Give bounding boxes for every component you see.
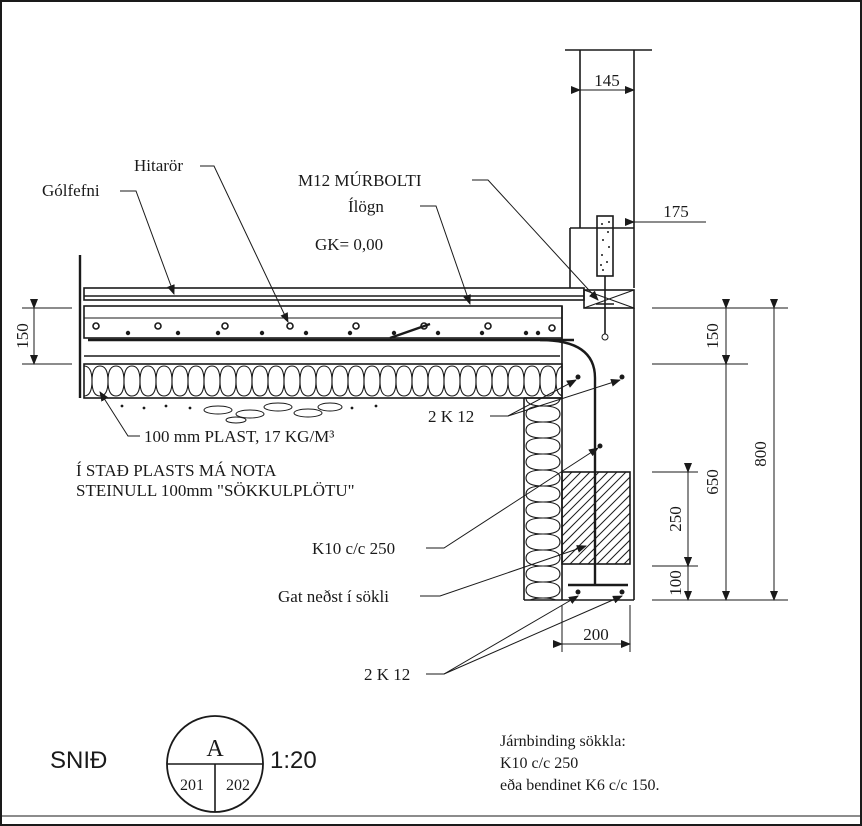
- dim-800-text: 800: [751, 441, 770, 467]
- note-line3: eða bendinet K6 c/c 150.: [500, 777, 660, 794]
- dim-100-text: 100: [666, 570, 685, 596]
- dim-145-text: 145: [594, 71, 620, 90]
- label-hitaror: Hitarör: [134, 156, 289, 323]
- label-k12-top: 2 K 12: [428, 378, 621, 426]
- reinforcement-notes: Járnbinding sökkla: K10 c/c 250 eða bend…: [500, 733, 660, 794]
- ilogn-text: Ílögn: [348, 197, 384, 216]
- section-title: SNIÐ: [50, 747, 107, 774]
- plast-text: 100 mm PLAST, 17 KG/M³: [144, 427, 334, 446]
- note-line2: K10 c/c 250: [500, 755, 578, 772]
- scale-text: 1:20: [270, 747, 317, 774]
- k12-bottom-text: 2 K 12: [364, 665, 410, 684]
- dim-250-text: 250: [666, 506, 685, 532]
- dim-175: 175: [625, 202, 706, 226]
- dim-175-text: 175: [663, 202, 689, 221]
- section-title-block: SNIÐ A 201 202 1:20: [50, 715, 317, 813]
- dim-150-left-text: 150: [13, 323, 32, 349]
- label-k10: K10 c/c 250: [312, 447, 599, 558]
- gat-text: Gat neðst í sökli: [278, 587, 389, 606]
- bolt: [596, 215, 614, 341]
- dim-145: 145: [571, 71, 635, 94]
- label-plast: 100 mm PLAST, 17 KG/M³ Í STAÐ PLASTS MÁ …: [76, 391, 355, 500]
- k12-top-text: 2 K 12: [428, 407, 474, 426]
- label-golfefni: Gólfefni: [42, 181, 175, 295]
- foundation-wall: [523, 306, 635, 601]
- dim-650-text: 650: [703, 469, 722, 495]
- note-line1: Járnbinding sökkla:: [500, 733, 626, 750]
- dim-vertical-right: 150 650 800 250 100: [652, 299, 788, 601]
- ref-right: 202: [226, 777, 250, 794]
- heating-pipes: [92, 322, 556, 332]
- rebar-dots: [125, 330, 625, 595]
- label-ilogn: Ílögn: [348, 197, 471, 305]
- steinull-line2: STEINULL 100mm "SÖKKULPLÖTU": [76, 481, 355, 500]
- steinull-line1: Í STAÐ PLASTS MÁ NOTA: [76, 461, 277, 480]
- dim-200: 200: [553, 605, 631, 652]
- label-k12-bottom: 2 K 12: [364, 595, 623, 684]
- dim-150-right-text: 150: [703, 323, 722, 349]
- dim-150-left: 150: [13, 299, 72, 365]
- label-murbolti: M12 MÚRBOLTI: [298, 171, 599, 301]
- floor-slab: [78, 255, 597, 585]
- label-gat: Gat neðst í sökli: [278, 545, 587, 606]
- slab-insulation: [83, 363, 563, 399]
- k10-text: K10 c/c 250: [312, 539, 395, 558]
- ref-left: 201: [180, 777, 204, 794]
- golfefni-text: Gólfefni: [42, 181, 100, 200]
- hitaror-text: Hitarör: [134, 156, 183, 175]
- section-letter: A: [206, 736, 224, 762]
- gk-text: GK= 0,00: [315, 235, 383, 254]
- murbolti-text: M12 MÚRBOLTI: [298, 171, 422, 190]
- gravel: [120, 402, 378, 424]
- dim-200-text: 200: [583, 625, 609, 644]
